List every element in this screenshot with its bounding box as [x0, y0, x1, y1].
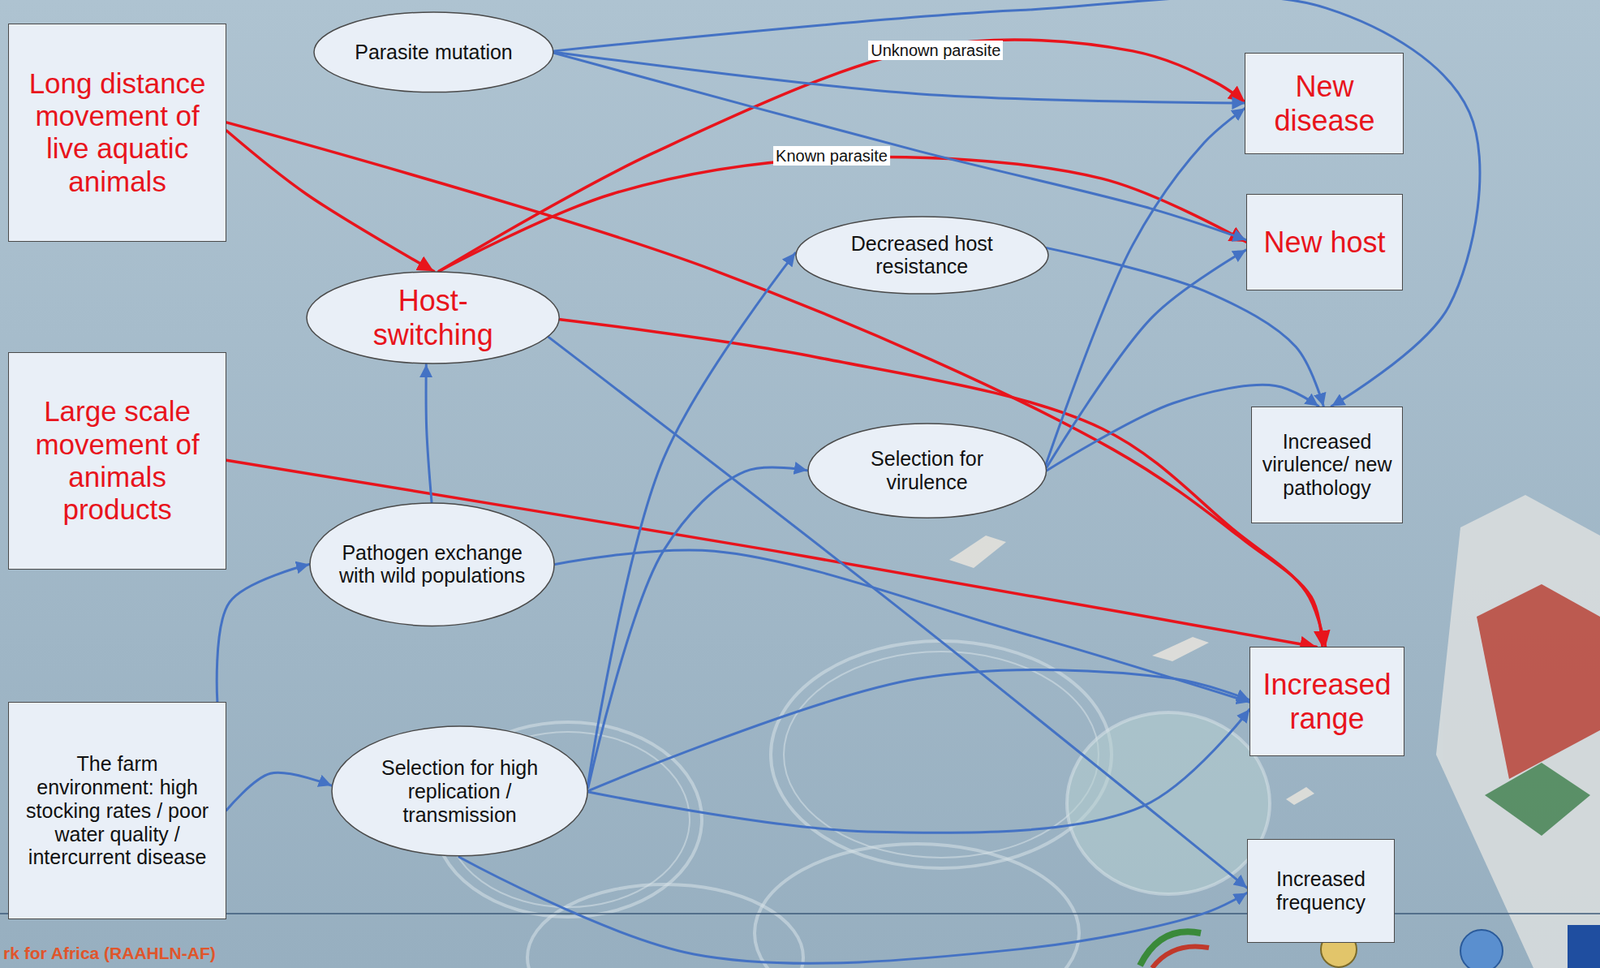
node-text: Host-switching: [365, 283, 500, 352]
process-ellipse: Selection for virulence: [807, 422, 1048, 519]
connector-arrow: [1045, 107, 1245, 465]
node-text: Selection for high replication / transmi…: [364, 756, 555, 826]
logo-swirl: [1152, 946, 1209, 968]
process-box: New host: [1246, 193, 1404, 291]
process-box: Large scale movement of animals products: [8, 352, 227, 570]
node-text: Long distance movement of live aquatic a…: [15, 67, 220, 198]
process-box: Increased virulence/ new pathology: [1251, 406, 1403, 525]
connector-arrow: [588, 709, 1250, 833]
node-text: New disease: [1251, 69, 1398, 138]
node-text: Increased frequency: [1254, 867, 1389, 915]
ship-hull: [1436, 494, 1600, 968]
ellipse-shape: [313, 12, 554, 93]
connector-arrow: [425, 364, 432, 503]
node-text: New host: [1263, 225, 1385, 259]
node-text: Decreased host resistance: [838, 232, 1006, 280]
node-text: Parasite mutation: [354, 40, 513, 65]
boat: [949, 535, 1007, 568]
connector-arrow: [588, 467, 808, 788]
edge-label: Known parasite: [773, 146, 891, 166]
process-box: Increased frequency: [1247, 838, 1395, 943]
edge-label: Unknown parasite: [868, 40, 1003, 61]
net-pen: [1066, 712, 1270, 895]
ship-deck-green: [1484, 762, 1591, 836]
node-text: The farm environment: high stocking rate…: [16, 752, 220, 869]
connector-arrow: [588, 670, 1250, 792]
connector-arrow: [554, 550, 1250, 702]
connector-arrow: [554, 0, 1480, 407]
connector-arrow: [1046, 249, 1247, 468]
process-box: Long distance movement of live aquatic a…: [8, 23, 227, 242]
process-ellipse: Host-switching: [305, 270, 560, 365]
process-ellipse: Selection for high replication / transmi…: [331, 725, 589, 857]
logo-circle: [1460, 929, 1503, 968]
ellipse-shape: [808, 423, 1047, 518]
net-pen: [527, 884, 804, 968]
connector-arrow: [226, 460, 1317, 647]
footer-text: rk for Africa (RAAHLN-AF): [3, 942, 216, 964]
connectors: [216, 0, 1480, 964]
process-ellipse: Parasite mutation: [313, 11, 555, 94]
connector-arrow: [216, 563, 310, 702]
ellipse-shape: [331, 726, 588, 856]
node-text: Selection for virulence: [843, 447, 1011, 495]
connector-arrow: [226, 772, 332, 810]
ship: [1436, 494, 1600, 968]
ellipse-shape: [795, 216, 1049, 294]
ellipse-shape: [306, 271, 560, 364]
connector-arrow: [459, 856, 1248, 964]
connector-arrow: [554, 52, 1247, 240]
boat: [1152, 636, 1209, 662]
node-text: Increased range: [1255, 667, 1398, 736]
boat: [1286, 787, 1315, 805]
logo-flag: [1567, 924, 1600, 968]
process-box: New disease: [1244, 52, 1404, 155]
node-text: Pathogen exchange with wild populations: [336, 541, 528, 589]
node-text: Large scale movement of animals products: [15, 395, 220, 526]
connector-arrow: [548, 337, 1248, 889]
process-box: Increased range: [1249, 646, 1405, 757]
connector-arrow: [559, 319, 1325, 648]
connector-arrow: [588, 253, 796, 786]
process-ellipse: Pathogen exchange with wild populations: [309, 502, 555, 627]
process-box: The farm environment: high stocking rate…: [8, 701, 227, 920]
process-ellipse: Decreased host resistance: [795, 215, 1050, 295]
ship-deck: [1476, 584, 1600, 779]
ellipse-shape: [309, 503, 555, 626]
node-text: Increased virulence/ new pathology: [1258, 430, 1397, 500]
